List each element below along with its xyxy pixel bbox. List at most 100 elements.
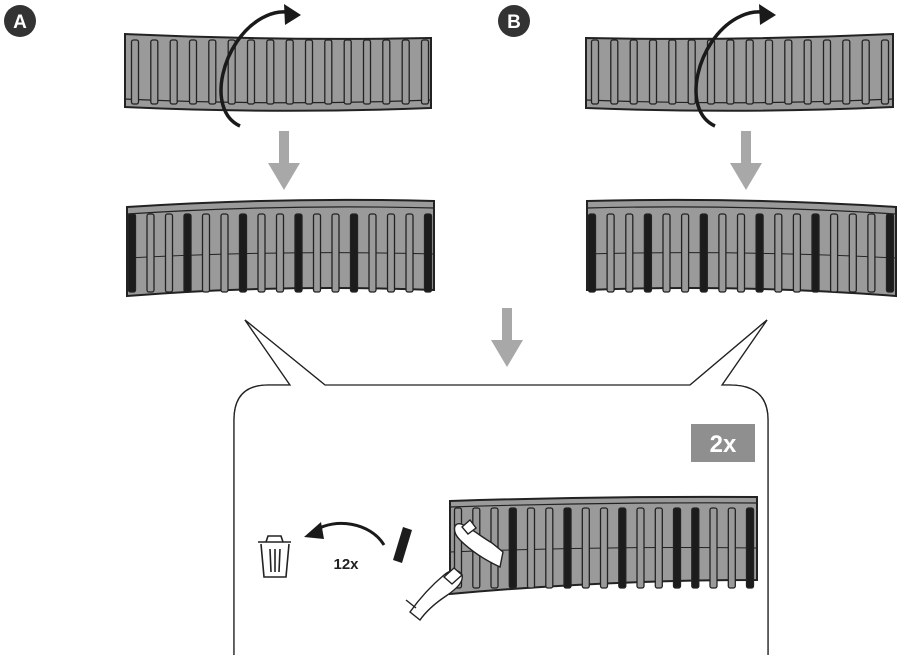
slat: [606, 213, 615, 293]
slat: [636, 507, 645, 589]
slat: [220, 213, 229, 293]
slat: [867, 213, 876, 293]
slat-dark: [672, 507, 682, 589]
slat: [312, 213, 322, 293]
slat: [599, 507, 609, 589]
slat: [386, 213, 396, 293]
removal-count: 12x: [333, 556, 359, 573]
rotate-arrow-icon: [694, 4, 776, 128]
slat: [401, 39, 410, 105]
slat: [581, 507, 590, 589]
slat: [130, 39, 140, 105]
slat: [246, 39, 256, 105]
slat: [687, 39, 696, 105]
slat: [275, 213, 285, 293]
slat: [405, 213, 414, 293]
slat: [764, 39, 774, 105]
slat-dark: [349, 213, 359, 293]
removed-slat: [393, 527, 412, 563]
slat: [726, 39, 735, 105]
slat-dark: [587, 213, 597, 293]
hands-icon: [405, 518, 504, 622]
panel-a-top: [124, 32, 432, 112]
marker-a-label: A: [13, 12, 27, 33]
slat: [784, 39, 793, 105]
panel-a-rotated-slats: [127, 213, 433, 293]
slat: [668, 39, 677, 105]
slat: [343, 39, 352, 105]
slat: [625, 213, 634, 293]
slat: [208, 39, 217, 105]
slat: [188, 39, 198, 105]
quantity-badge-label: 2x: [710, 431, 737, 458]
slat: [146, 213, 155, 293]
slat: [285, 39, 294, 105]
slat: [629, 39, 638, 105]
rotate-arrow-icon: [219, 4, 301, 128]
slat-dark: [508, 507, 517, 589]
slat-dark: [745, 507, 755, 589]
slat: [718, 213, 727, 293]
slat: [861, 39, 870, 105]
slat-dark: [691, 507, 700, 589]
marker-a: A: [4, 5, 36, 37]
slat: [382, 39, 391, 105]
slat: [803, 39, 812, 105]
marker-b-label: B: [507, 12, 521, 33]
panel-callout: [449, 495, 758, 596]
down-arrow-icon: [268, 131, 300, 190]
slat: [774, 213, 783, 293]
slat-dark: [811, 213, 820, 293]
panel-a-top-slats: [130, 39, 430, 105]
slat-dark: [238, 213, 248, 293]
slat: [420, 39, 430, 105]
slat: [257, 213, 266, 293]
slat: [662, 213, 671, 293]
down-arrow-icon: [730, 131, 762, 190]
slat-dark: [885, 213, 895, 293]
panel-b-top: [585, 32, 894, 112]
slat: [727, 507, 736, 589]
panel-b-rotated-slats: [587, 213, 895, 293]
curved-arrow-icon: [304, 521, 386, 546]
slat: [654, 507, 663, 589]
slat: [709, 507, 718, 589]
slat-dark: [563, 507, 572, 589]
slat-dark: [755, 213, 764, 293]
quantity-badge: 2x: [691, 424, 755, 462]
panel-b-top-slats: [590, 39, 890, 105]
slat: [164, 213, 174, 293]
callout-box-outline: [233, 319, 769, 655]
slat: [266, 39, 275, 105]
slat-dark: [699, 213, 708, 293]
slat: [201, 213, 211, 293]
slat: [324, 39, 333, 105]
slat: [848, 213, 857, 293]
slat: [362, 39, 372, 105]
trash-can-icon: [258, 535, 291, 578]
slat: [822, 39, 832, 105]
slat: [169, 39, 178, 105]
slat-dark: [294, 213, 303, 293]
slat-dark: [423, 213, 433, 293]
slat: [545, 507, 554, 589]
slat: [792, 213, 802, 293]
slat: [880, 39, 890, 105]
slat: [842, 39, 851, 105]
marker-b: B: [498, 5, 530, 37]
slat: [745, 39, 754, 105]
slat-dark: [643, 213, 653, 293]
slat: [736, 213, 746, 293]
slat-dark: [618, 507, 627, 589]
slat-dark: [127, 213, 137, 293]
down-arrow-icon: [491, 308, 523, 367]
slat: [680, 213, 690, 293]
panel-b-rotated: [586, 198, 897, 298]
slat: [331, 213, 340, 293]
slat: [829, 213, 839, 293]
slat: [648, 39, 658, 105]
slat: [368, 213, 377, 293]
slat: [304, 39, 314, 105]
slat: [150, 39, 159, 105]
